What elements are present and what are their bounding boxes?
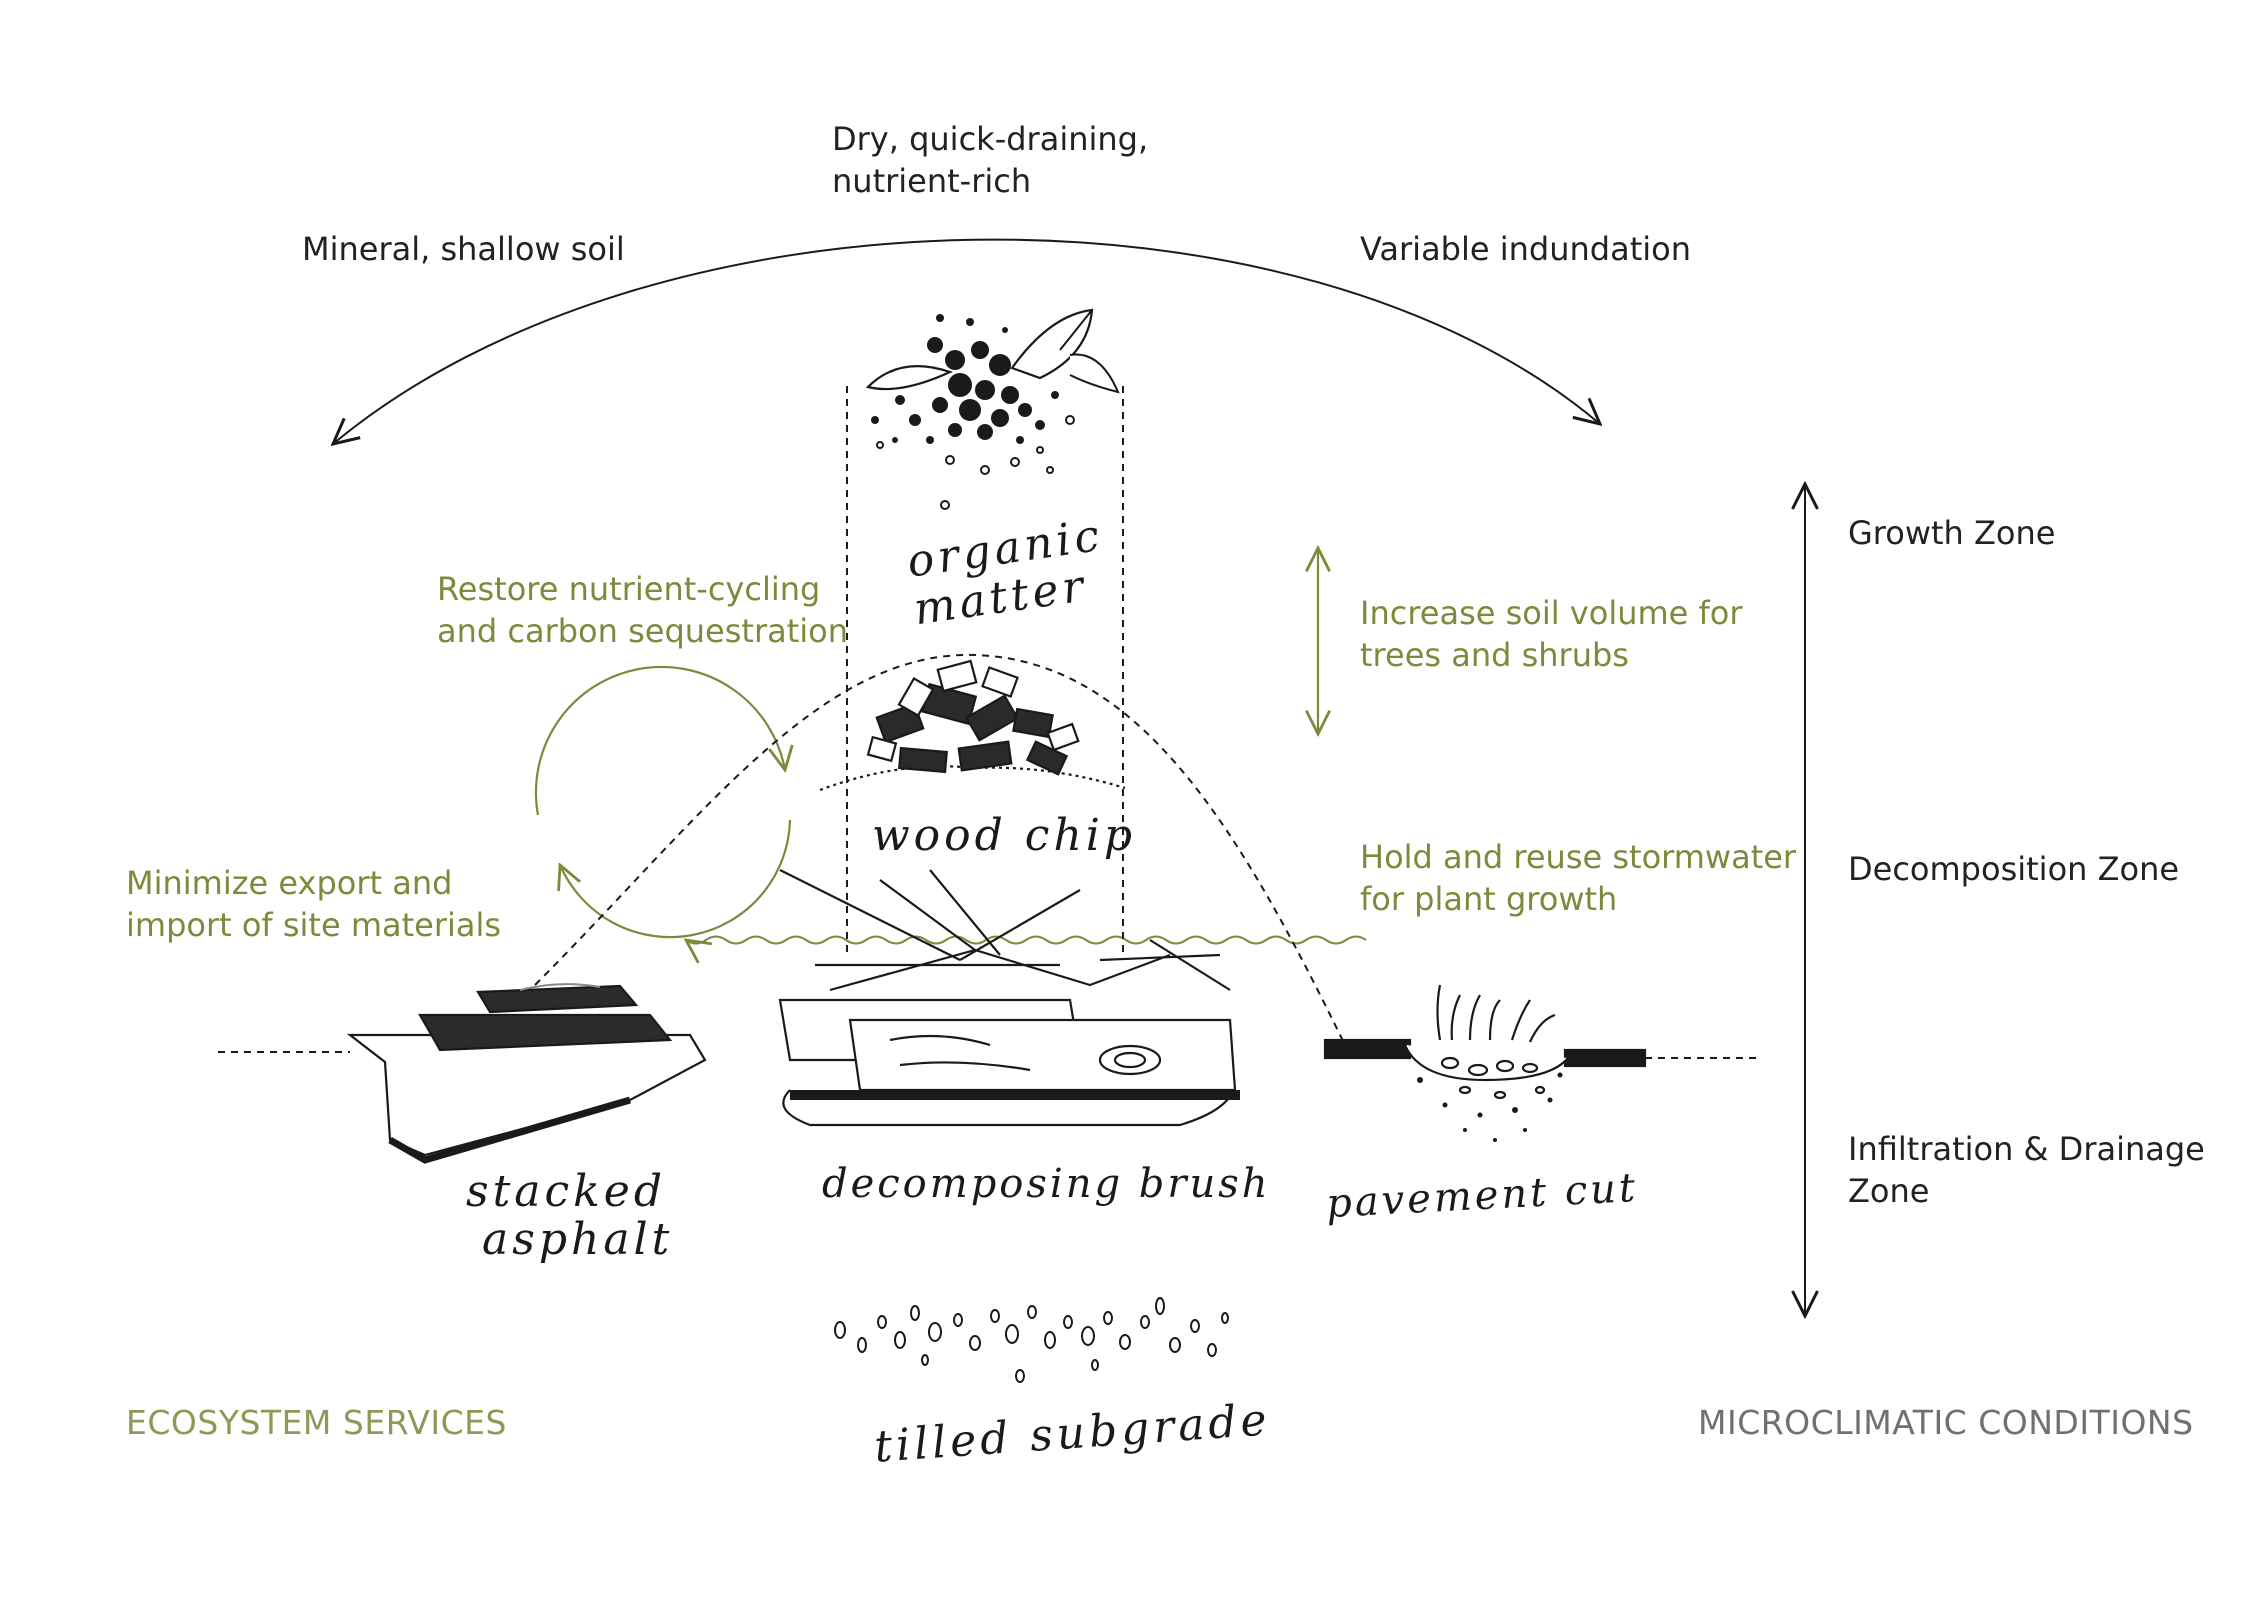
tilled-subgrade-icon [834,1297,1229,1383]
zone-infiltration-line-2: Zone [1848,1172,1930,1210]
label-decomposing-brush: decomposing brush [822,1161,1271,1207]
service-increase-line-2: trees and shrubs [1360,636,1629,674]
top-center-line-1: Dry, quick-draining, [832,120,1149,158]
service-minimize-line-2: import of site materials [126,906,502,944]
label-stacked-line-2: asphalt [482,1214,674,1265]
zone-decomposition: Decomposition Zone [1848,850,2180,888]
service-hold-line-2: for plant growth [1360,880,1618,918]
service-restore-line-1: Restore nutrient-cycling [437,570,821,608]
top-center-line-2: nutrient-rich [832,162,1032,200]
footer-ecosystem-services: ECOSYSTEM SERVICES [126,1403,507,1442]
label-stacked-asphalt: stacked asphalt [466,1168,673,1264]
label-stacked-line-1: stacked [466,1166,667,1217]
service-increase-line-1: Increase soil volume for [1360,594,1743,632]
wavy-arrow-icon [686,935,1367,944]
service-hold-line-1: Hold and reuse stormwater [1360,838,1797,876]
zone-growth: Growth Zone [1848,514,2056,552]
pavement-cut-icon [1323,984,1647,1142]
service-increase: Increase soil volume for trees and shrub… [1360,592,1743,676]
nutrient-cycle-icon [534,665,790,939]
service-restore-line-2: and carbon sequestration [437,612,848,650]
stacked-asphalt-icon [346,983,707,1164]
organic-matter-icon [865,308,1120,510]
top-center-condition: Dry, quick-draining, nutrient-rich [832,118,1148,202]
conditions-arc [333,238,1600,444]
footer-microclimatic-conditions: MICROCLIMATIC CONDITIONS [1698,1403,2194,1442]
wood-chip-icon [819,659,1126,792]
top-left-condition: Mineral, shallow soil [302,230,625,268]
service-restore: Restore nutrient-cycling and carbon sequ… [437,568,848,652]
service-minimize-line-1: Minimize export and [126,864,453,902]
material-column [846,386,1124,955]
zone-infiltration: Infiltration & Drainage Zone [1848,1128,2205,1212]
decomposing-brush-icon [778,869,1240,1127]
service-minimize: Minimize export and import of site mater… [126,862,501,946]
mound-profile [534,653,1346,1046]
top-right-condition: Variable indundation [1360,230,1691,268]
service-hold: Hold and reuse stormwater for plant grow… [1360,836,1796,920]
zone-infiltration-line-1: Infiltration & Drainage [1848,1130,2205,1168]
label-wood-chip: wood chip [872,810,1137,861]
